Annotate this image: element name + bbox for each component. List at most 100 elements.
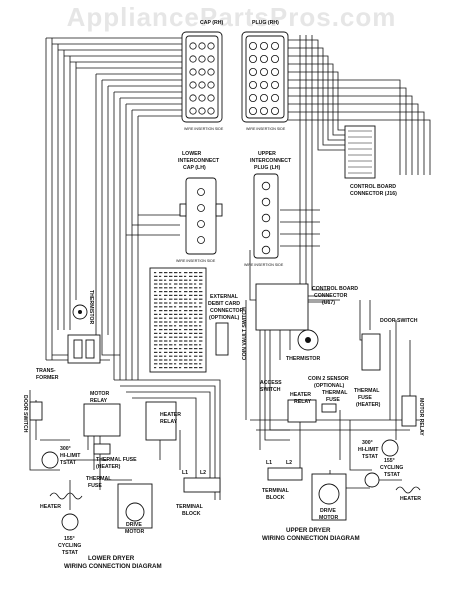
- connector-pin: [261, 197, 271, 207]
- card-pattern-mark: [189, 272, 193, 274]
- card-pattern-mark: [164, 287, 168, 289]
- card-pattern-mark: [159, 363, 163, 365]
- card-pattern-mark: [154, 298, 158, 300]
- card-pattern-mark: [179, 279, 183, 281]
- card-pattern-mark: [169, 298, 173, 300]
- control-board-j16-title-2: CONNECTOR (J16): [350, 191, 397, 197]
- card-pattern-mark: [169, 283, 172, 285]
- connector-pin: [197, 220, 205, 228]
- card-pattern-mark: [179, 275, 183, 277]
- card-pattern-mark: [174, 344, 177, 346]
- card-pattern-mark: [179, 348, 182, 350]
- card-pattern-mark: [154, 351, 158, 353]
- card-pattern-mark: [154, 325, 158, 327]
- card-pattern-mark: [189, 344, 193, 346]
- card-pattern-mark: [174, 363, 177, 365]
- card-pattern-mark: [184, 313, 187, 315]
- card-pattern-mark: [159, 294, 162, 296]
- connector-pin: [198, 42, 206, 50]
- card-pattern-mark: [154, 310, 157, 312]
- upper-hilimit-label-1: 300°: [362, 440, 373, 446]
- card-pattern-mark: [154, 283, 158, 285]
- card-pattern-mark: [169, 287, 173, 289]
- lower-l2-label: L2: [200, 470, 206, 476]
- plug-lh-title-2: INTERCONNECT: [250, 158, 292, 164]
- lower-l1-label: L1: [182, 470, 188, 476]
- card-pattern-mark: [189, 275, 193, 277]
- connector-pin: [261, 213, 271, 223]
- card-pattern-mark: [174, 298, 178, 300]
- card-pattern-mark: [189, 317, 192, 319]
- lower-caption-1: LOWER DRYER: [88, 555, 135, 562]
- card-pattern-mark: [169, 313, 173, 315]
- card-pattern-mark: [184, 348, 188, 350]
- card-pattern-mark: [189, 306, 193, 308]
- card-pattern-mark: [194, 321, 197, 323]
- card-pattern-mark: [179, 321, 183, 323]
- card-pattern-mark: [154, 272, 157, 274]
- card-pattern-mark: [169, 367, 173, 369]
- card-pattern-mark: [189, 313, 193, 315]
- card-pattern-mark: [194, 272, 198, 274]
- card-pattern-mark: [159, 302, 163, 304]
- upper-l1-label: L1: [266, 460, 272, 466]
- card-pattern-mark: [174, 359, 178, 361]
- card-pattern-mark: [179, 329, 182, 331]
- card-pattern-mark: [194, 302, 197, 304]
- connector-pin: [261, 181, 271, 191]
- card-pattern-mark: [159, 275, 162, 277]
- upper-heater-relay-label-1: HEATER: [290, 392, 311, 398]
- card-pattern-mark: [159, 367, 163, 369]
- card-pattern-mark: [184, 321, 188, 323]
- control-board-j16: CONTROL BOARD CONNECTOR (J16): [344, 125, 397, 197]
- connector-pin: [248, 42, 257, 51]
- card-pattern-mark: [189, 332, 193, 334]
- plug-lh-subtitle: WIRE INSERTION SIDE: [244, 263, 284, 267]
- lower-drive-motor-label-1: DRIVE: [126, 522, 142, 528]
- lower-drive-motor-label-2: MOTOR: [125, 529, 144, 535]
- connector-pin: [270, 81, 279, 90]
- card-pattern-mark: [164, 279, 167, 281]
- card-pattern-mark: [189, 321, 193, 323]
- card-pattern-mark: [169, 306, 173, 308]
- lower-terminal-label-2: BLOCK: [182, 511, 201, 517]
- card-pattern-mark: [179, 310, 182, 312]
- ext-card-title-1: EXTERNAL: [210, 294, 239, 300]
- upper-l2-label: L2: [286, 460, 292, 466]
- card-pattern-mark: [159, 344, 163, 346]
- card-pattern-mark: [184, 302, 188, 304]
- card-pattern-mark: [154, 294, 158, 296]
- lower-heater-relay-label-1: HEATER: [160, 412, 181, 418]
- card-pattern-mark: [179, 344, 183, 346]
- upper-motor-relay-label: MOTOR RELAY: [418, 398, 424, 436]
- card-pattern-mark: [169, 359, 172, 361]
- lower-hilimit-label-1: 300°: [60, 446, 71, 452]
- connector-pin: [248, 68, 257, 77]
- upper-heater-label: HEATER: [400, 496, 421, 502]
- card-pattern-mark: [194, 310, 198, 312]
- card-pattern-mark: [179, 306, 183, 308]
- card-pattern-mark: [184, 287, 188, 289]
- connector-pin: [198, 68, 206, 76]
- upper-caption-2: WIRING CONNECTION DIAGRAM: [262, 535, 360, 542]
- lower-thermal-fuse-b-1: THERMAL: [86, 476, 112, 482]
- cap-lh-subtitle: WIRE INSERTION SIDE: [176, 259, 216, 263]
- upper-hilimit-label-3: TSTAT: [362, 454, 379, 460]
- card-pattern-mark: [159, 359, 163, 361]
- card-pattern-mark: [169, 317, 173, 319]
- lower-interconnect-cap: LOWER INTERCONNECT CAP (LH) WIRE INSERTI…: [176, 151, 223, 263]
- card-pattern-mark: [199, 336, 203, 338]
- card-pattern-mark: [184, 294, 187, 296]
- card-pattern-mark: [164, 351, 168, 353]
- card-pattern-mark: [179, 340, 183, 342]
- connector-pin: [261, 229, 271, 239]
- upper-caption-1: UPPER DRYER: [286, 527, 331, 534]
- lower-transformer-label-2: FORMER: [36, 375, 59, 381]
- card-pattern-mark: [199, 317, 203, 319]
- ext-card-title-4: (OPTIONAL): [209, 315, 240, 321]
- card-pattern-mark: [164, 313, 168, 315]
- card-pattern-mark: [164, 336, 167, 338]
- card-pattern-mark: [164, 348, 168, 350]
- upper-coin-sensor-label-2: (OPTIONAL): [314, 383, 345, 389]
- cap-lh-title-1: LOWER: [182, 151, 202, 157]
